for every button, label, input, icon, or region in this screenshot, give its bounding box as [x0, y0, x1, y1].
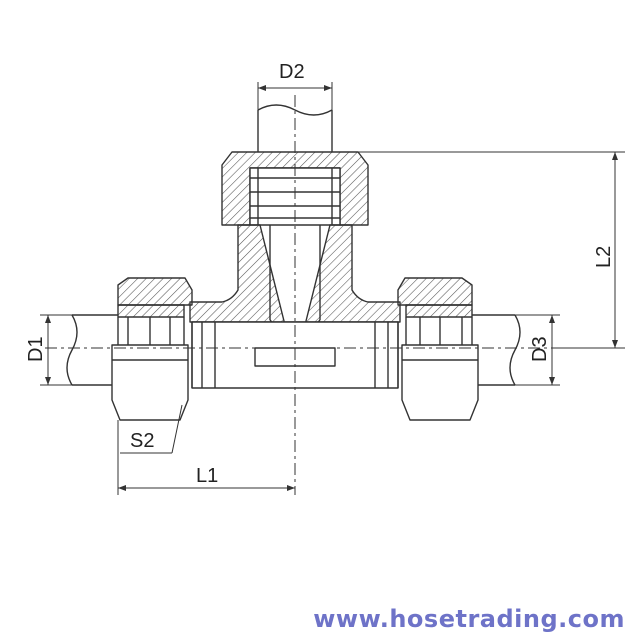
- left-tube: [66, 314, 118, 386]
- right-nut: [387, 277, 479, 421]
- left-nut: [111, 277, 203, 421]
- label-d3: D3: [529, 336, 551, 362]
- dimension-lines: [40, 82, 625, 495]
- center-lines: [45, 95, 600, 495]
- label-d2: D2: [279, 61, 305, 83]
- label-s2: S2: [130, 430, 154, 452]
- dimension-arrows: [45, 85, 618, 491]
- label-d1: D1: [25, 336, 47, 362]
- label-l2: L2: [593, 246, 615, 268]
- watermark-text: www.hosetrading.com: [313, 605, 625, 633]
- label-l1: L1: [196, 465, 218, 487]
- top-tube: [257, 104, 333, 152]
- right-tube: [472, 314, 521, 386]
